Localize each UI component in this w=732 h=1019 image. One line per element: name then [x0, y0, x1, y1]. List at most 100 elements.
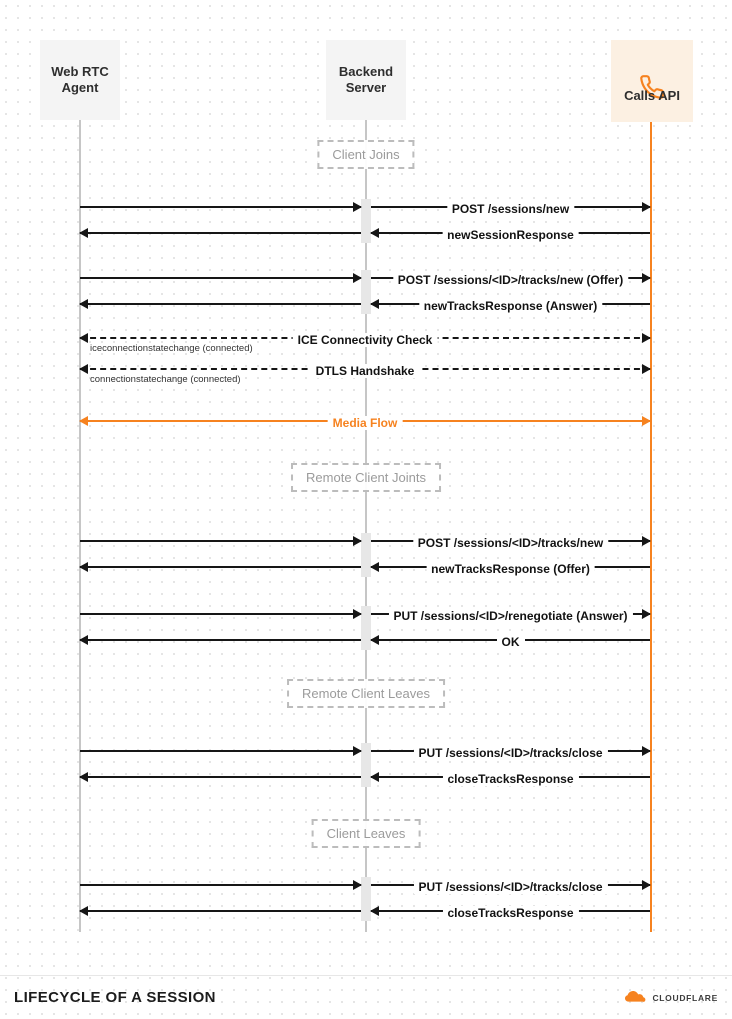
- message-arrow: PUT /sessions/<ID>/tracks/close: [371, 746, 651, 760]
- arrowhead-left-icon: [79, 562, 88, 572]
- message-arrow: [80, 746, 362, 756]
- message-arrow: ICE Connectivity Check iceconnectionstat…: [79, 333, 651, 354]
- participant-label: Web RTC Agent: [51, 63, 109, 95]
- lifeline-web-rtc-agent: [79, 120, 81, 932]
- phase-label: Client Leaves: [326, 826, 406, 841]
- footer: LIFECYCLE OF A SESSION CLOUDFLARE: [0, 975, 732, 1019]
- message-arrow: newSessionResponse: [370, 228, 650, 242]
- message-arrow: [80, 880, 362, 890]
- arrowhead-right-icon: [642, 609, 651, 619]
- phone-icon: [639, 58, 665, 99]
- message-label: PUT /sessions/<ID>/tracks/close: [413, 880, 608, 894]
- phase-remote-client-joints: Remote Client Joints: [291, 463, 441, 492]
- message-arrow: [80, 202, 362, 212]
- message-arrow: closeTracksResponse: [370, 772, 650, 786]
- message-label: closeTracksResponse: [442, 772, 579, 786]
- phase-label: Client Joins: [332, 147, 400, 162]
- message-arrow: DTLS Handshake connectionstatechange (co…: [79, 364, 651, 385]
- message-arrow: OK: [370, 635, 650, 649]
- message-note: iceconnectionstatechange (connected): [90, 343, 253, 354]
- message-note: connectionstatechange (connected): [90, 374, 241, 385]
- activation-bar: [361, 877, 371, 921]
- message-arrow: [79, 772, 361, 782]
- message-label: PUT /sessions/<ID>/tracks/close: [413, 746, 608, 760]
- message-arrow: POST /sessions/<ID>/tracks/new (Offer): [371, 273, 651, 287]
- message-label: newTracksResponse (Answer): [418, 299, 603, 313]
- arrowhead-left-icon: [370, 906, 379, 916]
- message-arrow: POST /sessions/<ID>/tracks/new: [371, 536, 651, 550]
- arrowhead-right-icon: [642, 880, 651, 890]
- participant-backend-server: Backend Server: [326, 40, 406, 120]
- message-arrow: PUT /sessions/<ID>/tracks/close: [371, 880, 651, 894]
- cloudflare-logo: CLOUDFLARE: [625, 989, 718, 1007]
- arrowhead-right-icon: [642, 202, 651, 212]
- message-label: closeTracksResponse: [442, 906, 579, 920]
- arrowhead-right-icon: [642, 273, 651, 283]
- message-arrow: [79, 906, 361, 916]
- message-arrow: [79, 228, 361, 238]
- lifeline-calls-api: [650, 120, 652, 932]
- message-label: POST /sessions/<ID>/tracks/new (Offer): [392, 273, 629, 287]
- phase-client-joins: Client Joins: [317, 140, 415, 169]
- phase-label: Remote Client Leaves: [302, 686, 430, 701]
- message-arrow: newTracksResponse (Offer): [370, 562, 650, 576]
- phase-label: Remote Client Joints: [306, 470, 426, 485]
- activation-bar: [361, 743, 371, 787]
- participant-label: Backend Server: [338, 63, 394, 95]
- activation-bar: [361, 606, 371, 650]
- arrowhead-left-icon: [79, 906, 88, 916]
- arrowhead-left-icon: [370, 228, 379, 238]
- lifeline-backend-server: [365, 120, 367, 932]
- arrowhead-left-icon: [79, 228, 88, 238]
- message-arrow: PUT /sessions/<ID>/renegotiate (Answer): [371, 609, 651, 623]
- phase-client-leaves: Client Leaves: [311, 819, 421, 848]
- arrowhead-left-icon: [370, 635, 379, 645]
- message-label: DTLS Handshake: [310, 364, 420, 378]
- arrowhead-right-icon: [642, 536, 651, 546]
- page-title: LIFECYCLE OF A SESSION: [14, 989, 216, 1006]
- message-label: ICE Connectivity Check: [292, 333, 438, 347]
- message-label: POST /sessions/<ID>/tracks/new: [412, 536, 609, 550]
- message-arrow: [80, 273, 362, 283]
- arrowhead-right-icon: [353, 202, 362, 212]
- message-label: Media Flow: [327, 416, 403, 430]
- message-label: newSessionResponse: [442, 228, 579, 242]
- arrowhead-right-icon: [353, 746, 362, 756]
- participant-label: Calls API: [624, 87, 680, 103]
- message-arrow: [80, 609, 362, 619]
- message-label: POST /sessions/new: [446, 202, 575, 216]
- arrowhead-right-icon: [353, 609, 362, 619]
- phase-remote-client-leaves: Remote Client Leaves: [287, 679, 445, 708]
- activation-bar: [361, 533, 371, 577]
- arrowhead-left-icon: [79, 635, 88, 645]
- media-flow-arrow: Media Flow: [79, 416, 651, 430]
- activation-bar: [361, 270, 371, 314]
- arrowhead-left-icon: [370, 772, 379, 782]
- cloud-icon: [625, 989, 647, 1007]
- message-arrow: [79, 562, 361, 572]
- arrowhead-right-icon: [353, 536, 362, 546]
- arrowhead-right-icon: [642, 416, 651, 426]
- arrowhead-right-icon: [353, 880, 362, 890]
- message-label: OK: [496, 635, 525, 649]
- arrowhead-left-icon: [370, 299, 379, 309]
- message-arrow: POST /sessions/new: [371, 202, 651, 216]
- participant-calls-api: Calls API: [611, 40, 693, 122]
- arrowhead-right-icon: [642, 746, 651, 756]
- participant-web-rtc-agent: Web RTC Agent: [40, 40, 120, 120]
- brand-text: CLOUDFLARE: [652, 992, 718, 1003]
- arrowhead-left-icon: [79, 416, 88, 426]
- message-arrow: [80, 536, 362, 546]
- message-arrow: newTracksResponse (Answer): [370, 299, 650, 313]
- message-arrow: [79, 635, 361, 645]
- arrowhead-left-icon: [79, 364, 88, 374]
- arrowhead-left-icon: [370, 562, 379, 572]
- message-label: PUT /sessions/<ID>/renegotiate (Answer): [388, 609, 633, 623]
- arrowhead-left-icon: [79, 772, 88, 782]
- activation-bar: [361, 199, 371, 243]
- message-arrow: closeTracksResponse: [370, 906, 650, 920]
- arrowhead-right-icon: [353, 273, 362, 283]
- message-label: newTracksResponse (Offer): [426, 562, 595, 576]
- arrowhead-left-icon: [79, 299, 88, 309]
- arrowhead-right-icon: [642, 333, 651, 343]
